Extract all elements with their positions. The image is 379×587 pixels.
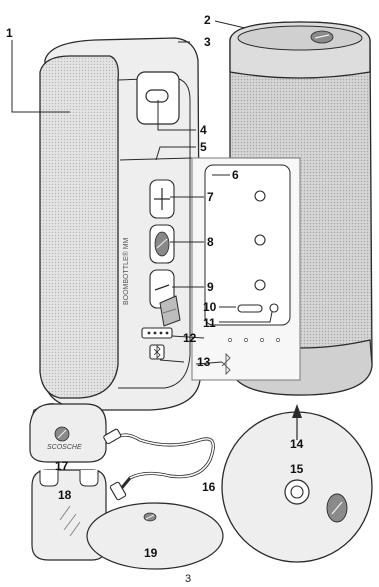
callout-10: 10 xyxy=(203,300,217,314)
scosche-logo-icon xyxy=(54,426,70,442)
panel-volume-down-led xyxy=(254,279,266,291)
speaker-grille xyxy=(39,55,119,399)
mounting-plate xyxy=(86,502,224,570)
power-button xyxy=(145,89,169,103)
panel-play-led xyxy=(254,234,266,246)
plus-icon xyxy=(154,188,170,210)
panel-led-indicators xyxy=(228,338,280,342)
callout-15: 15 xyxy=(290,462,304,476)
callout-14: 14 xyxy=(290,437,304,451)
scosche-logo-icon xyxy=(326,493,348,523)
callout-16: 16 xyxy=(202,480,216,494)
scosche-logo-icon xyxy=(154,231,170,257)
callout-labels: 1 2 3 4 5 6 7 8 9 10 11 12 13 14 15 16 1… xyxy=(6,13,304,560)
led-indicators xyxy=(147,331,169,335)
minus-icon xyxy=(154,284,170,291)
usb-cable xyxy=(103,428,215,501)
bluetooth-icon xyxy=(221,352,231,376)
callout-17: 17 xyxy=(55,459,69,473)
speaker-model-text: BOOMBOTTLE® MM xyxy=(122,237,130,305)
callout-5: 5 xyxy=(200,140,207,154)
callout-4: 4 xyxy=(200,123,207,137)
callout-13: 13 xyxy=(197,355,211,369)
leader-lines xyxy=(11,20,273,365)
scosche-logo-icon xyxy=(310,30,334,44)
callout-7: 7 xyxy=(207,190,214,204)
speaker-bottom-view xyxy=(221,404,373,563)
cap-brand-text: SCOSCHE xyxy=(47,444,82,451)
page-number: 3 xyxy=(185,573,191,585)
callout-11: 11 xyxy=(203,316,216,330)
callout-9: 9 xyxy=(207,280,214,294)
aux-input-port xyxy=(269,303,279,313)
callout-2: 2 xyxy=(204,13,211,27)
button-detail-panel xyxy=(191,157,301,381)
callout-19: 19 xyxy=(144,546,158,560)
speaker-top-surface xyxy=(237,25,363,51)
scosche-logo-icon xyxy=(143,512,157,522)
callout-3: 3 xyxy=(204,35,211,49)
callout-8: 8 xyxy=(207,235,214,249)
callout-12: 12 xyxy=(183,331,197,345)
rubber-cap-accessory: SCOSCHE xyxy=(29,403,107,463)
bluetooth-icon xyxy=(153,345,161,359)
callout-18: 18 xyxy=(58,488,72,502)
usb-charge-port xyxy=(237,304,263,313)
led-indicator-bar xyxy=(141,327,173,339)
panel-volume-up-led xyxy=(254,190,266,202)
speaker-front-view: BOOMBOTTLE® MM xyxy=(39,37,201,411)
callout-6: 6 xyxy=(232,168,239,182)
callout-1: 1 xyxy=(6,26,13,40)
